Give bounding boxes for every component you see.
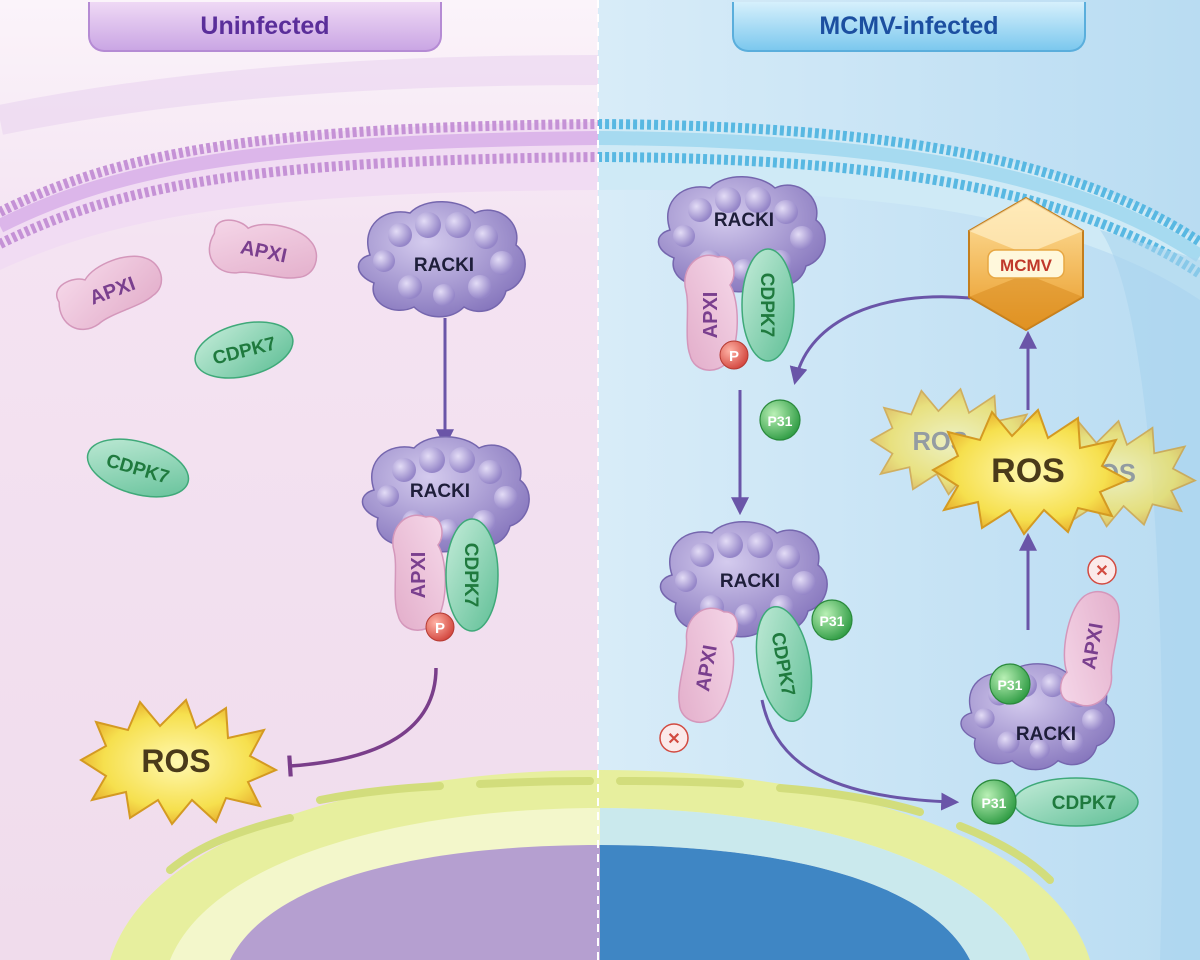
apxi-bound-right-2	[1059, 590, 1120, 707]
p31-cdpk7-pair: CDPK7 P31	[971, 777, 1139, 827]
apxi-bound-right	[684, 254, 738, 371]
cdpk7-free-1: CDPK7	[194, 321, 294, 379]
inhibited-mark	[1087, 555, 1117, 585]
cdpk7-bound-label: CDPK7	[756, 273, 777, 337]
inhibited-mark	[659, 723, 689, 753]
phospho-badge	[425, 612, 455, 642]
racki-complex-label: RACKI	[720, 571, 780, 592]
ros-burst-right: ROS	[932, 409, 1129, 535]
cdpk7-bound-right	[741, 248, 795, 362]
phospho-label: P	[729, 348, 739, 365]
racki-complex-label: RACKI	[410, 481, 470, 502]
racki-label: RACKI	[1016, 724, 1076, 745]
arrow-cdpk7-release	[760, 699, 960, 811]
racki-complex-right-bottom: APXI RACKI P31 ✕	[960, 555, 1120, 771]
p31-label: P31	[820, 613, 845, 629]
p31-label: P31	[998, 677, 1023, 693]
p31-badge	[989, 663, 1031, 705]
cdpk7-bound	[445, 518, 499, 632]
p31-badge	[811, 599, 853, 641]
racki-free: RACKI	[357, 200, 526, 318]
svg-text:✕: ✕	[1095, 563, 1108, 580]
apxi-bound	[392, 514, 446, 631]
racki-complex-right-top: APXI CDPK7 RACKI P	[657, 175, 826, 371]
p31-label: P31	[982, 795, 1007, 811]
panel-title-uninfected: Uninfected	[88, 2, 442, 52]
apxi-free-1: APXI	[56, 255, 163, 331]
cdpk7-label: CDPK7	[1052, 793, 1116, 814]
phospho-label: P	[435, 620, 445, 637]
racki-complex-right-middle: APXI CDPK7 RACKI P31 ✕	[659, 520, 853, 753]
phospho-badge	[719, 340, 749, 370]
cdpk7-free-2: CDPK7	[86, 438, 190, 498]
p31-free: P31	[759, 399, 801, 441]
arrow-mcmv-p31	[789, 295, 971, 385]
ros-label: ROS	[141, 743, 210, 779]
apxi-bound-label: APXI	[700, 292, 722, 339]
p31-label: P31	[768, 413, 793, 429]
ros-label: ROS	[991, 452, 1065, 490]
mcmv-label: MCMV	[1000, 256, 1053, 275]
apxi-detached	[678, 607, 739, 724]
apxi-free-2: APXI	[208, 219, 318, 279]
mcmv-virion: MCMV	[968, 196, 1084, 332]
cell-membrane-right	[598, 119, 1200, 960]
racki-complex-label: RACKI	[714, 210, 774, 231]
inhibition-arrow	[287, 667, 438, 777]
svg-text:✕: ✕	[667, 731, 680, 748]
ros-cluster-right: ROS ROS ROS	[870, 388, 1196, 535]
panel-title-infected: MCMV-infected	[732, 2, 1086, 52]
ros-burst-left: ROS	[80, 699, 277, 825]
nucleus	[110, 770, 1090, 960]
apxi-bound-label: APXI	[408, 552, 430, 599]
cdpk7-bound-label: CDPK7	[460, 543, 481, 607]
racki-complex-left: APXI CDPK7 RACKI P	[361, 435, 530, 642]
cell-membrane-left	[0, 55, 598, 270]
cdpk7-bound-right-2	[755, 605, 813, 723]
racki-label: RACKI	[414, 255, 474, 276]
